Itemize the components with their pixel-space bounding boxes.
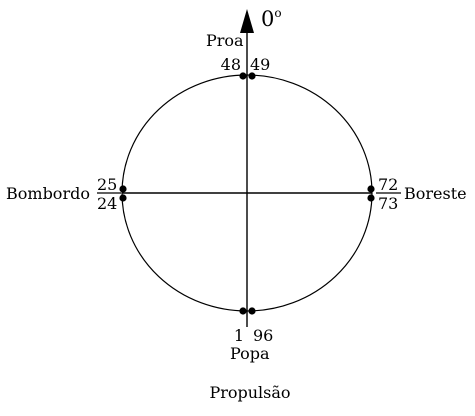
point-port-bottom [119, 194, 127, 202]
point-bow-right [248, 72, 256, 80]
stern-label: Popa [230, 344, 270, 363]
point-stern-right [248, 307, 256, 315]
point-starboard-bottom [367, 194, 375, 202]
stern-left-number: 1 [234, 326, 244, 345]
heading-label: 0o [261, 6, 282, 31]
bow-right-number: 49 [250, 55, 270, 74]
point-port-top [119, 185, 127, 193]
heading-arrow-icon [240, 9, 254, 33]
starboard-top-number: 72 [378, 175, 398, 194]
starboard-bottom-number: 73 [378, 194, 398, 213]
point-stern-left [239, 307, 247, 315]
starboard-label: Boreste [404, 184, 467, 203]
point-bow-left [239, 72, 247, 80]
diagram-caption: Propulsão [209, 383, 290, 402]
port-top-number: 25 [97, 175, 117, 194]
bow-label: Proa [206, 31, 244, 50]
port-label: Bombordo [6, 184, 90, 203]
point-starboard-top [367, 185, 375, 193]
port-bottom-number: 24 [97, 194, 117, 213]
bow-left-number: 48 [221, 55, 241, 74]
stern-right-number: 96 [253, 326, 273, 345]
heading-degree: o [274, 6, 281, 20]
